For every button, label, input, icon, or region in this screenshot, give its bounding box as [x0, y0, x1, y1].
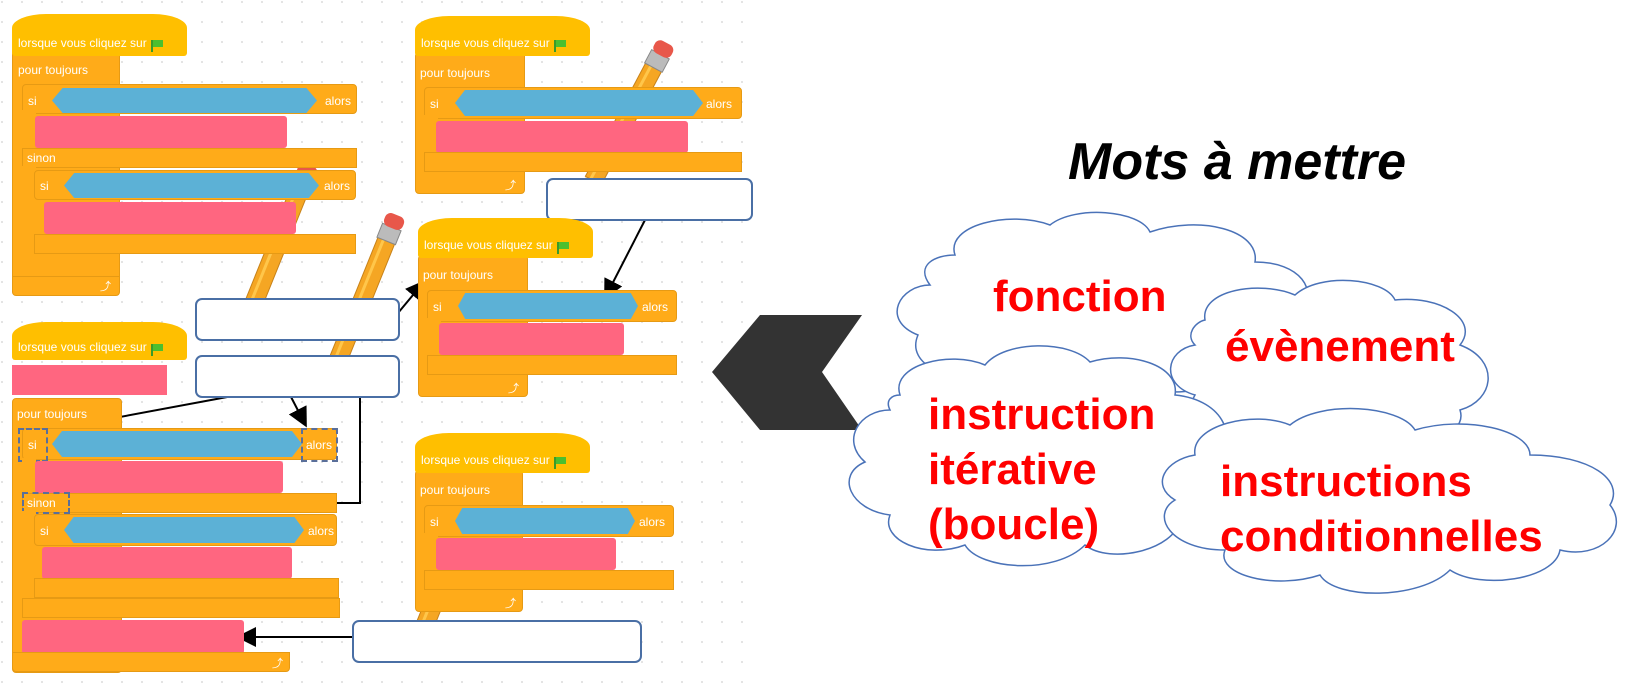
if-highlight	[18, 428, 48, 462]
hat-label: lorsque vous cliquez sur	[421, 453, 550, 467]
else-label: sinon	[27, 151, 56, 165]
cloud-icon	[1161, 407, 1617, 594]
hat-label: lorsque vous cliquez sur	[421, 36, 550, 50]
hat-label: lorsque vous cliquez sur	[18, 36, 147, 50]
green-flag-icon	[553, 40, 566, 52]
loop-arrow-icon: ⤴	[505, 180, 516, 192]
word-conditionnelles: conditionnelles	[1220, 512, 1543, 561]
word-instruction: instruction	[928, 390, 1156, 439]
then-label: alors	[308, 524, 335, 538]
green-flag-icon	[150, 40, 163, 52]
green-flag-icon	[556, 242, 569, 254]
chevron-left-icon	[712, 315, 862, 430]
loop-arrow-icon: ⤴	[505, 598, 516, 610]
action-block	[436, 538, 616, 570]
when-flag-clicked-hat: lorsque vous cliquez sur	[12, 322, 187, 360]
loop-arrow-icon: ⤴	[508, 383, 519, 395]
condition-slot	[458, 293, 638, 319]
when-flag-clicked-hat: lorsque vous cliquez sur	[415, 16, 590, 56]
word-boucle: (boucle)	[928, 500, 1100, 549]
green-flag-icon	[150, 344, 163, 356]
condition-slot	[455, 90, 703, 116]
hat-label: lorsque vous cliquez sur	[424, 238, 553, 252]
when-flag-clicked-hat: lorsque vous cliquez sur	[415, 433, 590, 473]
action-block	[439, 323, 624, 355]
condition-slot	[455, 508, 635, 534]
loop-arrow-icon: ⤴	[272, 658, 283, 670]
word-fonction: fonction	[993, 272, 1167, 321]
then-highlight	[301, 428, 338, 462]
action-block	[35, 116, 287, 148]
if-label: si	[433, 300, 442, 314]
if-label: si	[430, 97, 439, 111]
action-block	[42, 547, 292, 579]
page-title: Mots à mettre	[1068, 133, 1407, 191]
answer-box-3[interactable]	[195, 355, 400, 398]
forever-label: pour toujours	[18, 63, 89, 77]
if-label: si	[28, 94, 37, 108]
cloud-icon	[848, 345, 1229, 567]
condition-slot	[64, 173, 319, 198]
word-evenement: évènement	[1225, 322, 1455, 371]
then-label: alors	[325, 94, 352, 108]
answer-box-4[interactable]	[352, 620, 642, 663]
loop-arrow-icon: ⤴	[100, 281, 111, 293]
action-block	[436, 121, 688, 153]
hat-label: lorsque vous cliquez sur	[18, 340, 147, 354]
word-instructions: instructions	[1220, 457, 1472, 506]
action-block	[44, 202, 296, 234]
forever-label: pour toujours	[17, 407, 88, 421]
answer-box-1[interactable]	[546, 178, 753, 221]
word-iterative: itérative	[928, 445, 1097, 494]
if-label: si	[40, 179, 49, 193]
when-flag-clicked-hat: lorsque vous cliquez sur	[418, 218, 593, 258]
condition-slot	[52, 431, 302, 457]
if-label: si	[40, 524, 49, 538]
else-highlight	[22, 492, 70, 514]
green-flag-icon	[553, 457, 566, 469]
then-label: alors	[642, 300, 669, 314]
answer-box-2[interactable]	[195, 298, 400, 341]
if-label: si	[430, 515, 439, 529]
action-block	[22, 620, 244, 654]
action-block	[12, 365, 167, 395]
then-label: alors	[324, 179, 351, 193]
forever-label: pour toujours	[420, 66, 491, 80]
condition-slot	[64, 517, 304, 543]
condition-slot	[52, 88, 317, 113]
when-flag-clicked-hat: lorsque vous cliquez sur	[12, 14, 187, 56]
forever-label: pour toujours	[420, 483, 491, 497]
then-label: alors	[306, 438, 333, 452]
action-block	[35, 461, 283, 493]
then-label: alors	[706, 97, 733, 111]
then-label: alors	[639, 515, 666, 529]
if-label: si	[28, 438, 37, 452]
else-label: sinon	[27, 496, 56, 510]
forever-label: pour toujours	[423, 268, 494, 282]
